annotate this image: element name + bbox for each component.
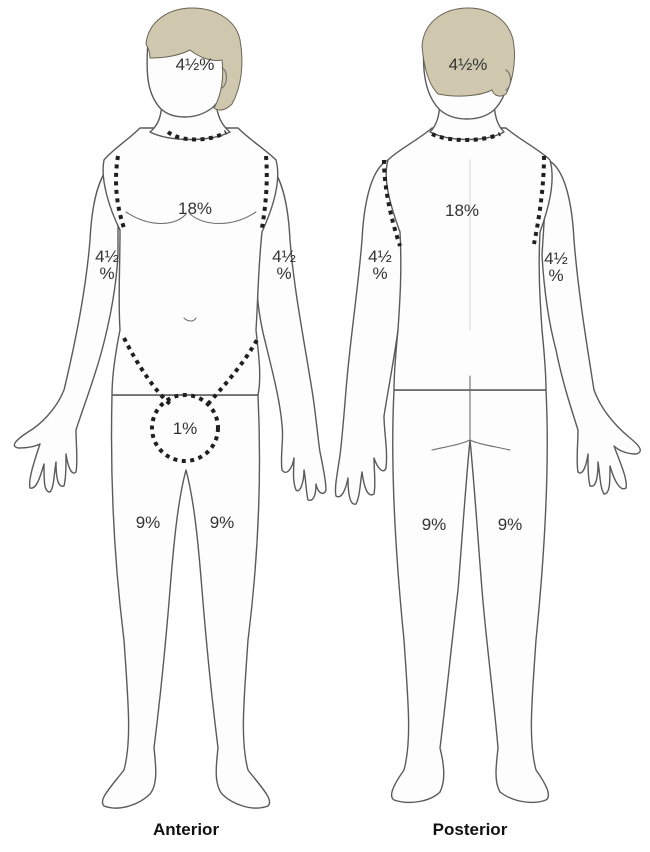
posterior-torso — [386, 128, 552, 390]
posterior-right-arm-label: 4½ % — [543, 250, 569, 284]
posterior-left-arm-label: 4½ % — [367, 248, 393, 282]
anterior-trunk-label: 18% — [178, 200, 212, 217]
anterior-head-label: 4½% — [176, 56, 215, 73]
anterior-figure — [14, 8, 326, 808]
anterior-left-arm-label: 4½ % — [271, 248, 297, 282]
anterior-torso — [103, 128, 278, 395]
anterior-perineum-label: 1% — [173, 420, 198, 437]
posterior-figure — [335, 8, 640, 802]
posterior-hair — [422, 8, 515, 96]
anterior-legs — [102, 395, 269, 808]
posterior-title: Posterior — [433, 820, 508, 840]
posterior-right-leg-label: 9% — [498, 516, 523, 533]
posterior-legs — [392, 390, 549, 802]
anterior-right-leg-label: 9% — [136, 514, 161, 531]
anterior-right-arm-label: 4½ % — [94, 248, 120, 282]
anterior-title: Anterior — [153, 820, 219, 840]
posterior-right-arm — [542, 160, 640, 494]
posterior-left-leg-label: 9% — [422, 516, 447, 533]
posterior-trunk-label: 18% — [445, 202, 479, 219]
posterior-head-label: 4½% — [449, 56, 488, 73]
anterior-right-arm — [14, 160, 118, 492]
anterior-left-leg-label: 9% — [210, 514, 235, 531]
